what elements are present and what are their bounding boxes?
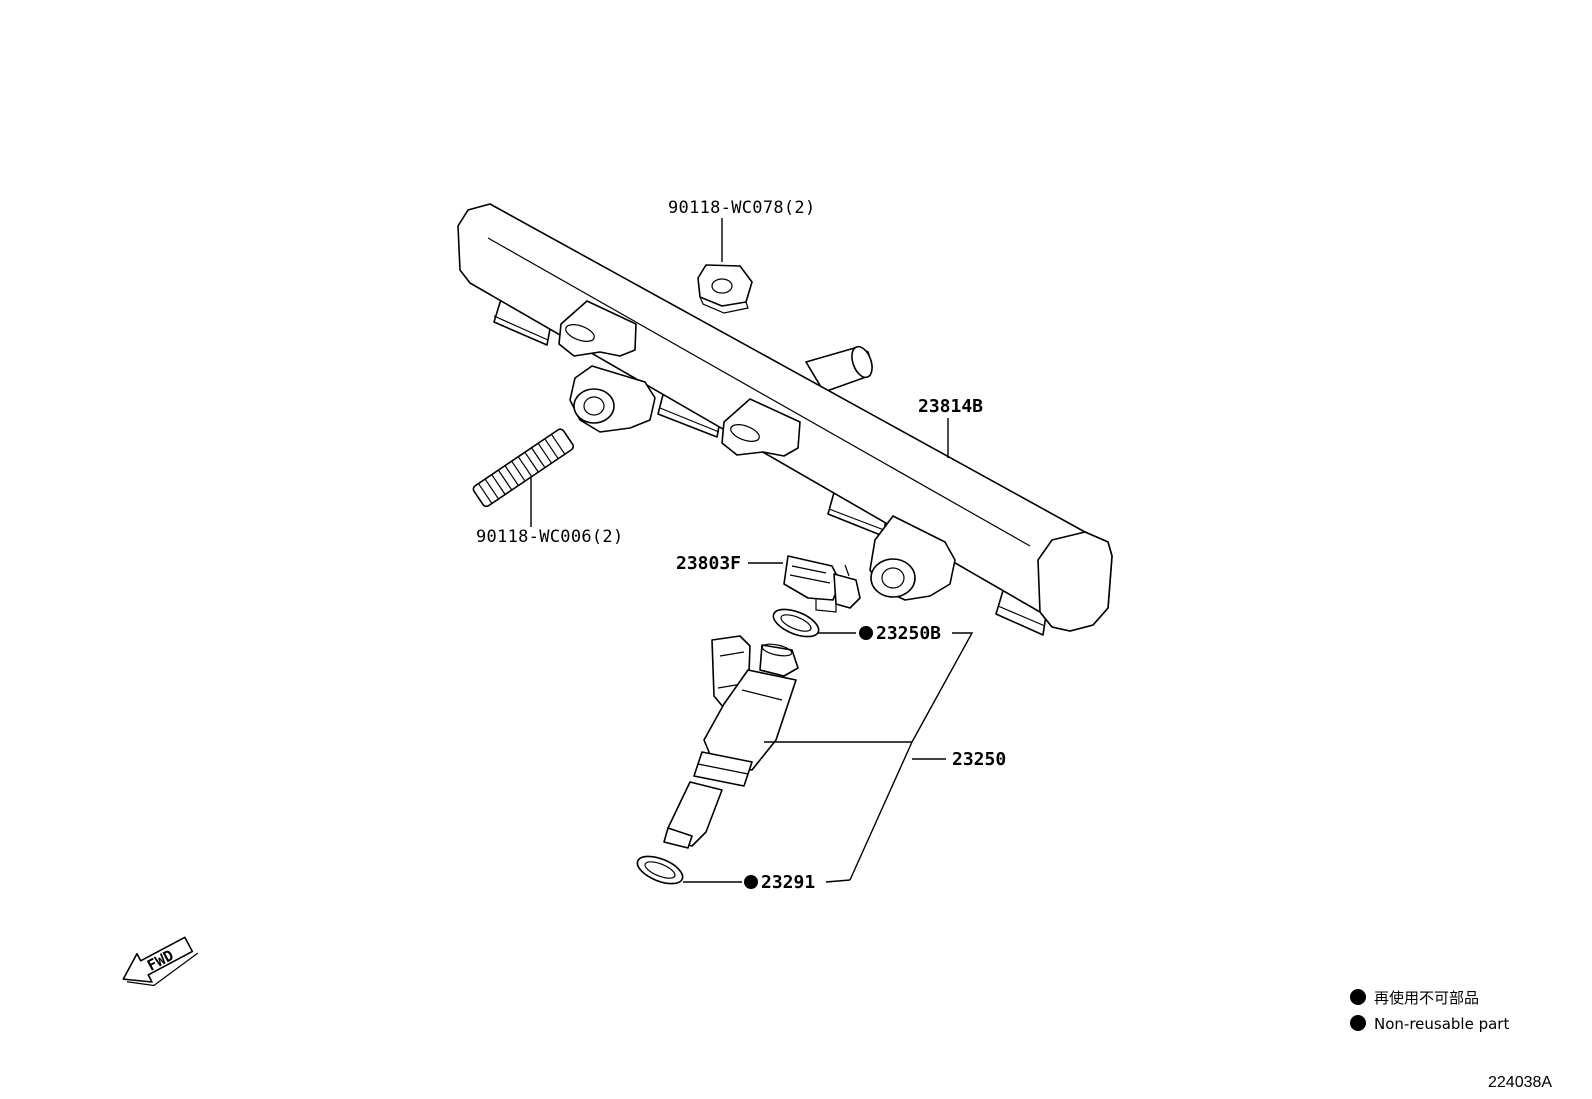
legend-marker-en (1350, 1015, 1366, 1031)
upper-o-ring-group-bracket (911, 632, 974, 743)
legend-non-reusable-en: Non-reusable part (1374, 1015, 1509, 1033)
flange-nut (697, 264, 753, 314)
injector-group-bracket (849, 741, 913, 881)
legend-marker-jp (1350, 989, 1366, 1005)
legend-non-reusable-jp: 再使用不可部品 (1374, 989, 1479, 1007)
injector-clip (783, 555, 861, 613)
non-reusable-marker (859, 626, 873, 640)
upper-o-ring (772, 608, 820, 638)
fuel-injector (663, 635, 799, 849)
figure-code: 224038A (1488, 1074, 1552, 1091)
nut-part-label: 90118-WC078(2) (668, 198, 816, 218)
injector-part-label: 23250 (952, 749, 1006, 770)
stud-bolt (472, 428, 575, 508)
lower-o-ring-part-label: 23291 (761, 872, 815, 893)
lower-o-ring-group-bracket (825, 879, 851, 883)
stud-part-label: 90118-WC006(2) (476, 527, 624, 547)
fuel-delivery-pipe (457, 203, 1113, 636)
rail-part-label: 23814B (918, 396, 983, 417)
non-reusable-marker (744, 875, 758, 889)
legend: 再使用不可部品 Non-reusable part (1350, 989, 1509, 1033)
lower-o-ring (636, 855, 684, 885)
forward-direction-arrow: FWD (122, 936, 199, 987)
upper-o-ring-part-label: 23250B (876, 623, 941, 644)
clip-part-label: 23803F (676, 553, 741, 574)
